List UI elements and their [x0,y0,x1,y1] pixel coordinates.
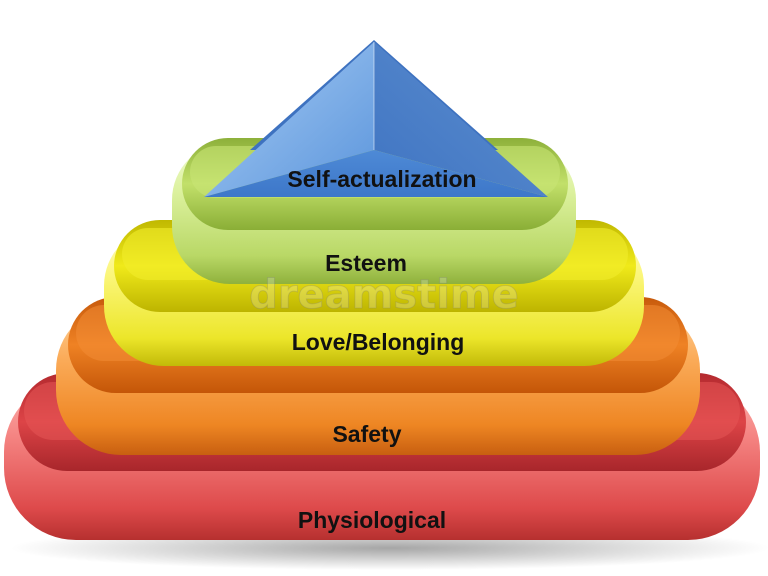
tier-self-actualization-label: Self-actualization [287,166,476,192]
pyramid-left-face [204,42,374,197]
pyramid-front-face [204,150,548,197]
tier-esteem-label: Esteem [325,250,407,276]
watermark: dreamstime [249,272,519,318]
tier-self-actualization: Self-actualization [204,40,548,197]
tier-physiological-label: Physiological [298,507,446,533]
tier-love-label: Love/Belonging [292,329,465,355]
pyramid-right-face [374,42,548,197]
tier-safety-label: Safety [332,421,401,447]
